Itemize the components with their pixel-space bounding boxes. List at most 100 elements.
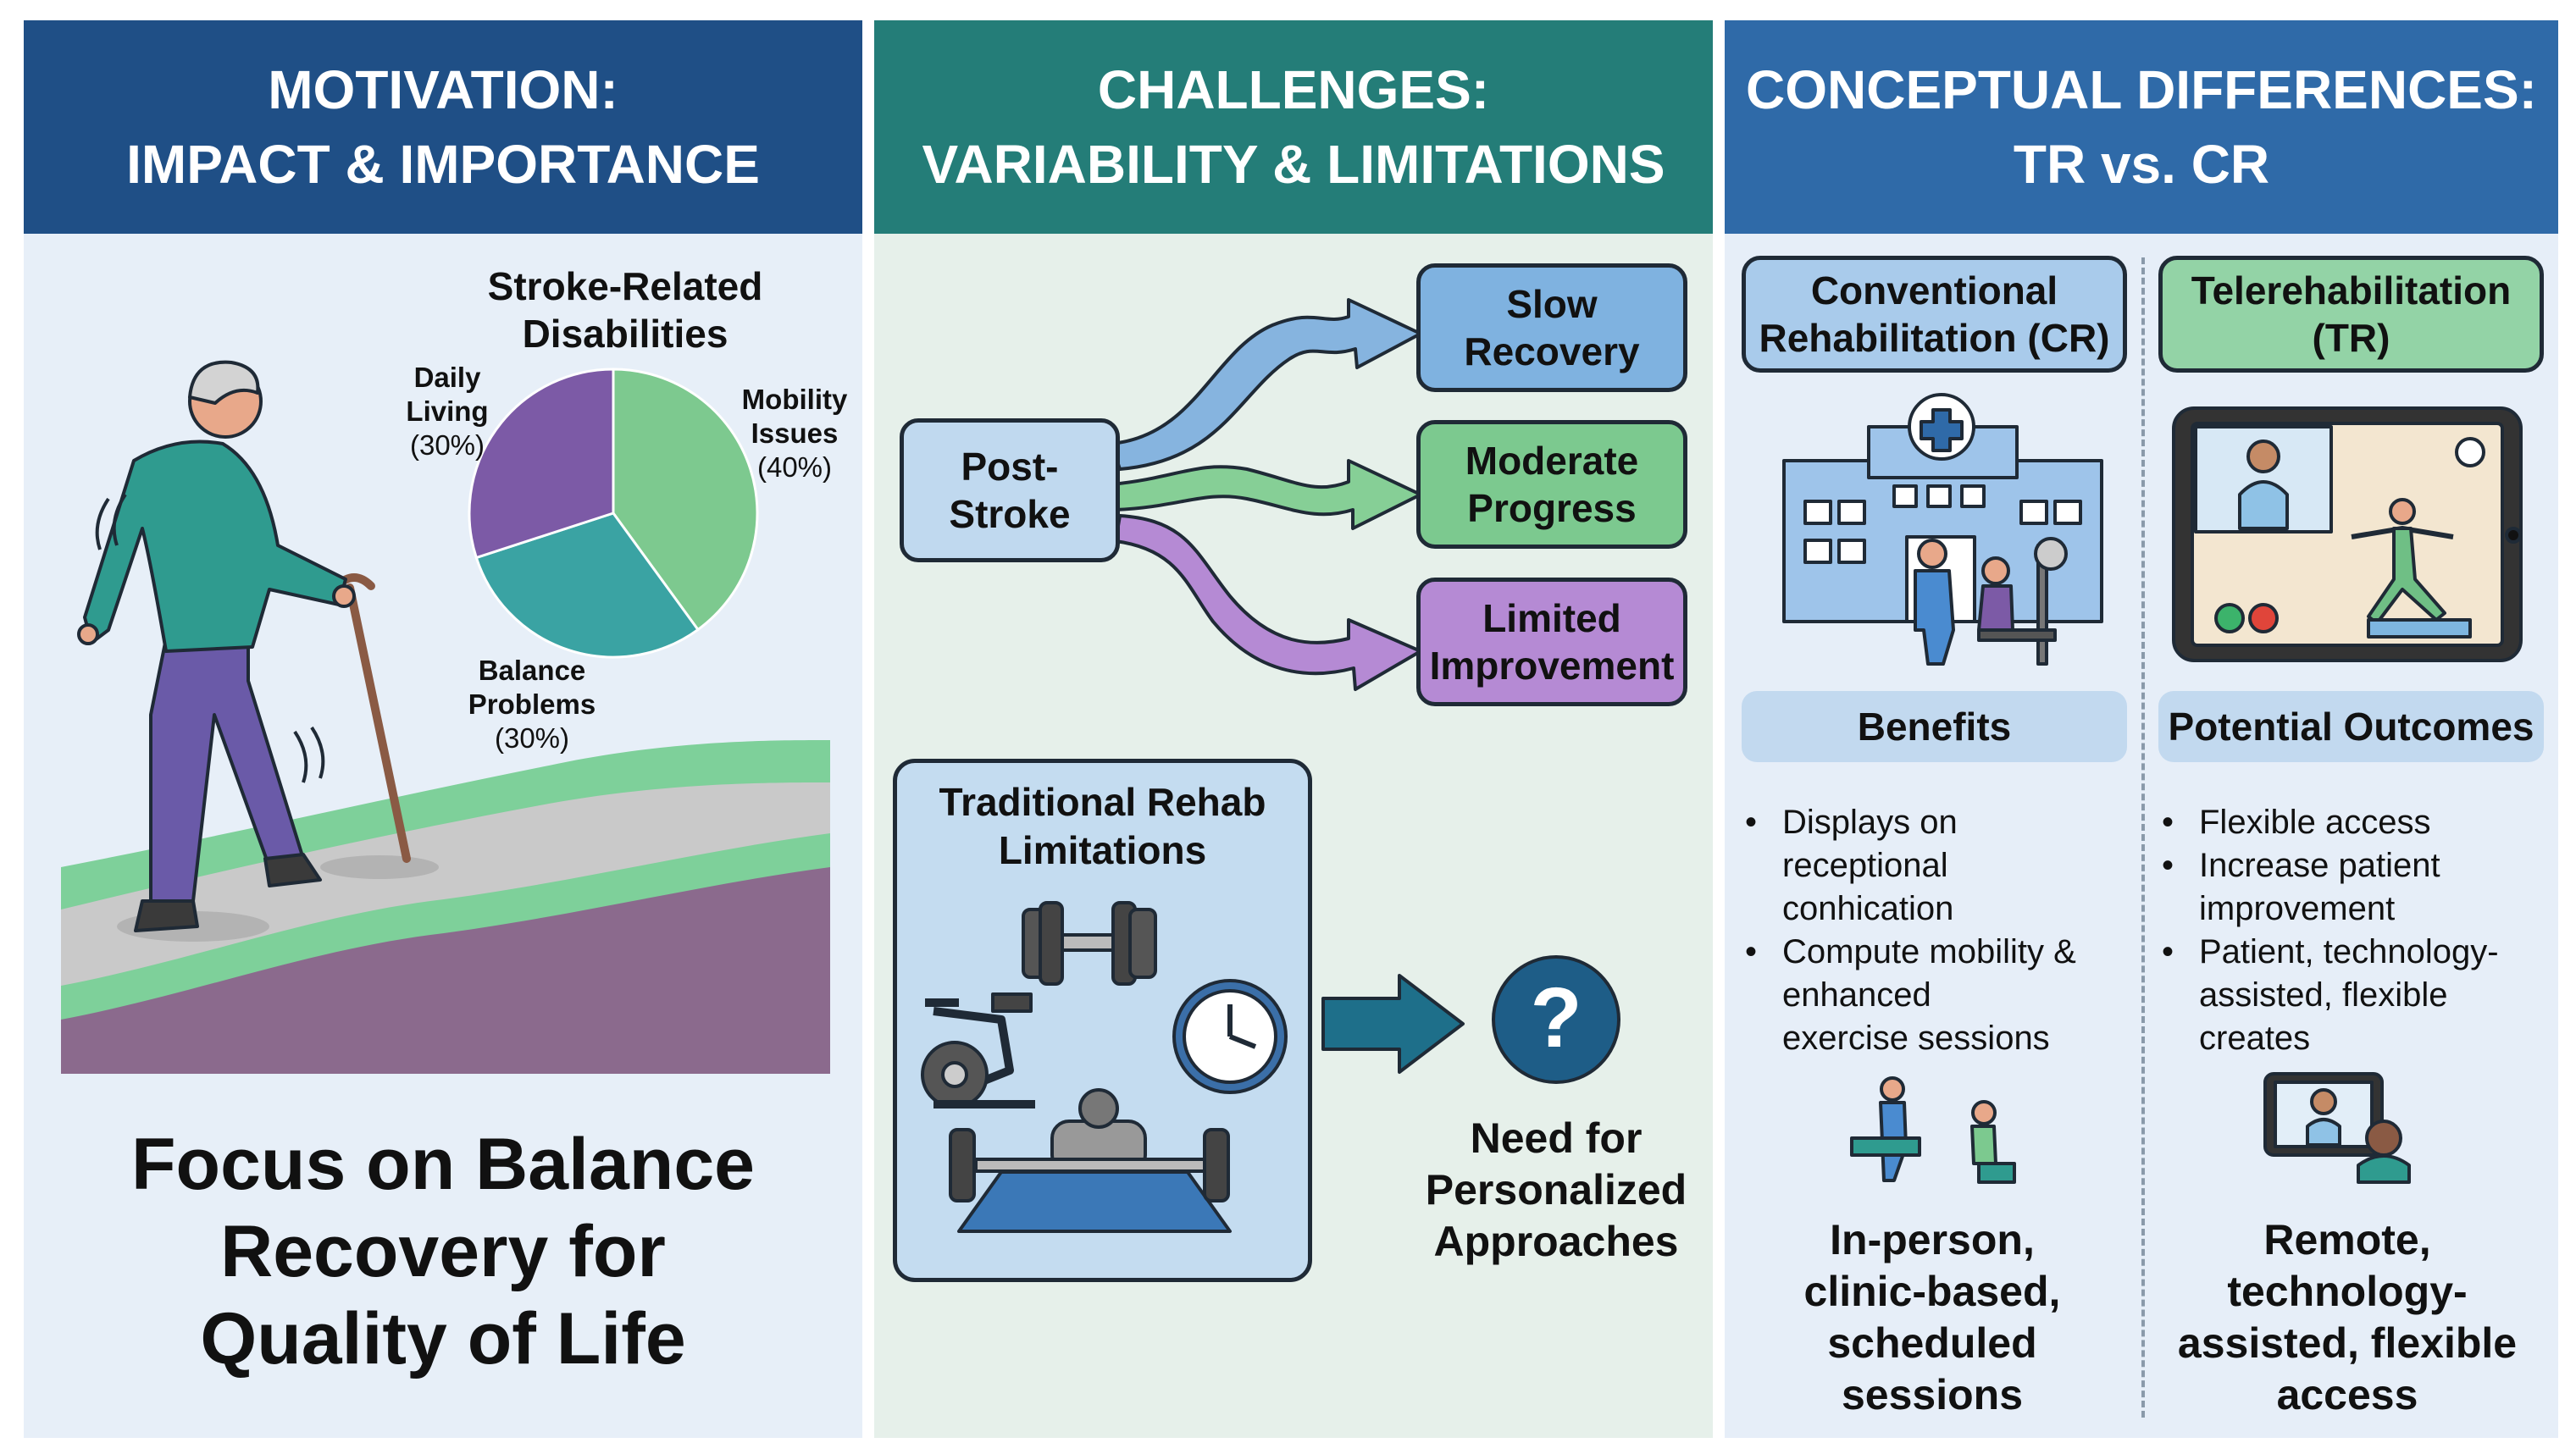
elderly-walker-icon xyxy=(77,360,411,932)
pie-label-balance-line1: Balance xyxy=(478,655,586,686)
pie-value-daily-living: (30%) xyxy=(409,429,485,461)
cr-benefit-2-line1: Compute mobility & xyxy=(1782,933,2076,970)
question-circle-icon xyxy=(1492,955,1620,1084)
pie-label-mobility-line1: Mobility xyxy=(741,384,848,415)
pie-value-mobility: (40%) xyxy=(756,451,833,483)
cr-title-box: Conventional Rehabilitation (CR) xyxy=(1742,256,2127,373)
tr-caption-line3: assisted, flexible xyxy=(2177,1319,2518,1367)
tr-caption: Remote, technology- assisted, flexible a… xyxy=(2148,1214,2546,1421)
tr-outcome-2-line1: Increase patient xyxy=(2199,847,2440,884)
tr-title-line1: Telerehabilitation xyxy=(2191,268,2512,312)
cr-benefit-2-line2: enhanced xyxy=(1782,976,1931,1014)
challenges-header: CHALLENGES: VARIABILITY & LIMITATIONS xyxy=(874,20,1713,234)
need-line1: Need for xyxy=(1470,1114,1643,1162)
pie-label-daily-living-line1: Daily xyxy=(413,362,481,393)
limitations-title-line2: Limitations xyxy=(998,828,1207,872)
tr-outcome-item: Patient, technology- assisted, flexible … xyxy=(2160,931,2558,1060)
tr-outcome-3-line2: assisted, flexible xyxy=(2199,976,2448,1014)
footer-line3: Quality of Life xyxy=(200,1298,686,1379)
pie-slice-mobility-issues xyxy=(612,368,759,632)
moderate-progress-line2: Progress xyxy=(1467,486,1637,530)
limitations-title: Traditional Rehab Limitations xyxy=(897,778,1308,875)
exercise-bike-icon xyxy=(921,992,1035,1108)
conceptual-panel: CONCEPTUAL DIFFERENCES: TR vs. CR Conven… xyxy=(1725,20,2558,1438)
video-call-tablet-icon xyxy=(2172,406,2523,662)
pie-slices xyxy=(468,368,759,659)
rehab-equipment-icons: ? xyxy=(921,901,1620,1233)
outcome-arrows xyxy=(1110,298,1422,691)
challenges-header-line2: VARIABILITY & LIMITATIONS xyxy=(922,134,1665,195)
conceptual-header-line1: CONCEPTUAL DIFFERENCES: xyxy=(1746,59,2537,120)
limited-improvement-line2: Improvement xyxy=(1429,644,1675,688)
walking-path-illustration xyxy=(61,740,830,1074)
post-stroke-line1: Post- xyxy=(961,445,1059,489)
moderate-progress-line1: Moderate xyxy=(1465,439,1639,483)
cr-benefits-heading: Benefits xyxy=(1742,691,2127,762)
pie-value-balance: (30%) xyxy=(494,722,570,754)
need-personalized-text: Need for Personalized Approaches xyxy=(1416,1113,1696,1268)
pie-title-line2: Disabilities xyxy=(522,312,728,356)
cr-caption: In-person, clinic-based, scheduled sessi… xyxy=(1733,1214,2131,1421)
footer-line2: Recovery for xyxy=(220,1211,666,1292)
cr-caption-line3: scheduled xyxy=(1827,1319,2037,1367)
remote-session-icon xyxy=(2263,1072,2411,1184)
clock-icon xyxy=(1172,979,1288,1094)
tr-outcome-item: Increase patient improvement xyxy=(2160,844,2558,931)
cr-tr-illustrations xyxy=(1782,393,2523,1184)
cr-benefit-item: Compute mobility & enhanced exercise ses… xyxy=(1743,931,2141,1060)
limited-improvement-line1: Limited xyxy=(1482,596,1621,640)
limitations-title-line1: Traditional Rehab xyxy=(939,780,1266,824)
tr-outcome-2-line2: improvement xyxy=(2199,890,2396,927)
arrow-to-limited-improvement xyxy=(1114,514,1422,691)
question-mark: ? xyxy=(1530,970,1582,1065)
motivation-header-line1: MOTIVATION: xyxy=(268,59,618,120)
need-line3: Approaches xyxy=(1433,1218,1679,1265)
cr-caption-line2: clinic-based, xyxy=(1803,1268,2061,1315)
pie-label-balance-line2: Problems xyxy=(468,688,596,720)
cr-benefit-1-line1: Displays on xyxy=(1782,804,1958,841)
tr-caption-line4: access xyxy=(2276,1371,2418,1418)
arrow-to-need xyxy=(1321,974,1465,1074)
tr-outcome-1-line1: Flexible access xyxy=(2199,804,2431,841)
need-line2: Personalized xyxy=(1425,1166,1687,1214)
outcome-moderate-progress: Moderate Progress xyxy=(1416,420,1687,549)
bench-press-icon xyxy=(949,1088,1232,1233)
tr-outcome-3-line3: creates xyxy=(2199,1020,2311,1057)
cr-benefit-1-line3: conhication xyxy=(1782,890,1954,927)
cr-caption-line4: sessions xyxy=(1841,1371,2023,1418)
tr-outcome-item: Flexible access xyxy=(2160,801,2558,844)
pie-title-line1: Stroke-Related xyxy=(487,264,763,308)
cr-benefits-list: Displays on receptional conhication Comp… xyxy=(1743,801,2141,1060)
challenges-panel: CHALLENGES: VARIABILITY & LIMITATIONS Po… xyxy=(874,20,1713,1438)
post-stroke-line2: Stroke xyxy=(949,492,1071,536)
motivation-header: MOTIVATION: IMPACT & IMPORTANCE xyxy=(24,20,862,234)
pie-label-daily-living-line2: Living xyxy=(406,395,489,427)
cr-benefit-2-line3: exercise sessions xyxy=(1782,1020,2050,1057)
column-divider xyxy=(2141,257,2145,1418)
tr-caption-line2: technology- xyxy=(2227,1268,2468,1315)
motivation-header-line2: IMPACT & IMPORTANCE xyxy=(126,134,760,195)
motivation-footer-text: Focus on Balance Recovery for Quality of… xyxy=(58,1121,828,1383)
cr-caption-line1: In-person, xyxy=(1830,1216,2035,1263)
pie-label-daily-living: Daily Living (30%) xyxy=(371,361,524,462)
footer-line1: Focus on Balance xyxy=(131,1124,755,1205)
pie-label-mobility-issues: Mobility Issues (40%) xyxy=(718,383,862,484)
motivation-panel: MOTIVATION: IMPACT & IMPORTANCE xyxy=(24,20,862,1438)
pie-slice-balance-problems xyxy=(474,511,701,659)
pie-label-mobility-line2: Issues xyxy=(751,417,839,449)
outcome-limited-improvement: Limited Improvement xyxy=(1416,578,1687,706)
tr-caption-line1: Remote, xyxy=(2263,1216,2431,1263)
conceptual-header: CONCEPTUAL DIFFERENCES: TR vs. CR xyxy=(1725,20,2558,234)
pie-label-balance-problems: Balance Problems (30%) xyxy=(447,654,617,755)
slow-recovery-line2: Recovery xyxy=(1464,329,1640,373)
conceptual-header-line2: TR vs. CR xyxy=(2013,134,2270,195)
tr-outcome-3-line1: Patient, technology- xyxy=(2199,933,2499,970)
therapist-patient-icon xyxy=(1914,537,2068,666)
pie-chart-title: Stroke-Related Disabilities xyxy=(439,263,812,357)
cr-benefit-1-line2: receptional xyxy=(1782,847,1948,884)
challenges-header-line1: CHALLENGES: xyxy=(1097,59,1490,120)
dumbbell-icon xyxy=(1022,901,1157,986)
pie-slice-daily-living xyxy=(468,368,615,560)
pie-chart xyxy=(468,368,759,659)
